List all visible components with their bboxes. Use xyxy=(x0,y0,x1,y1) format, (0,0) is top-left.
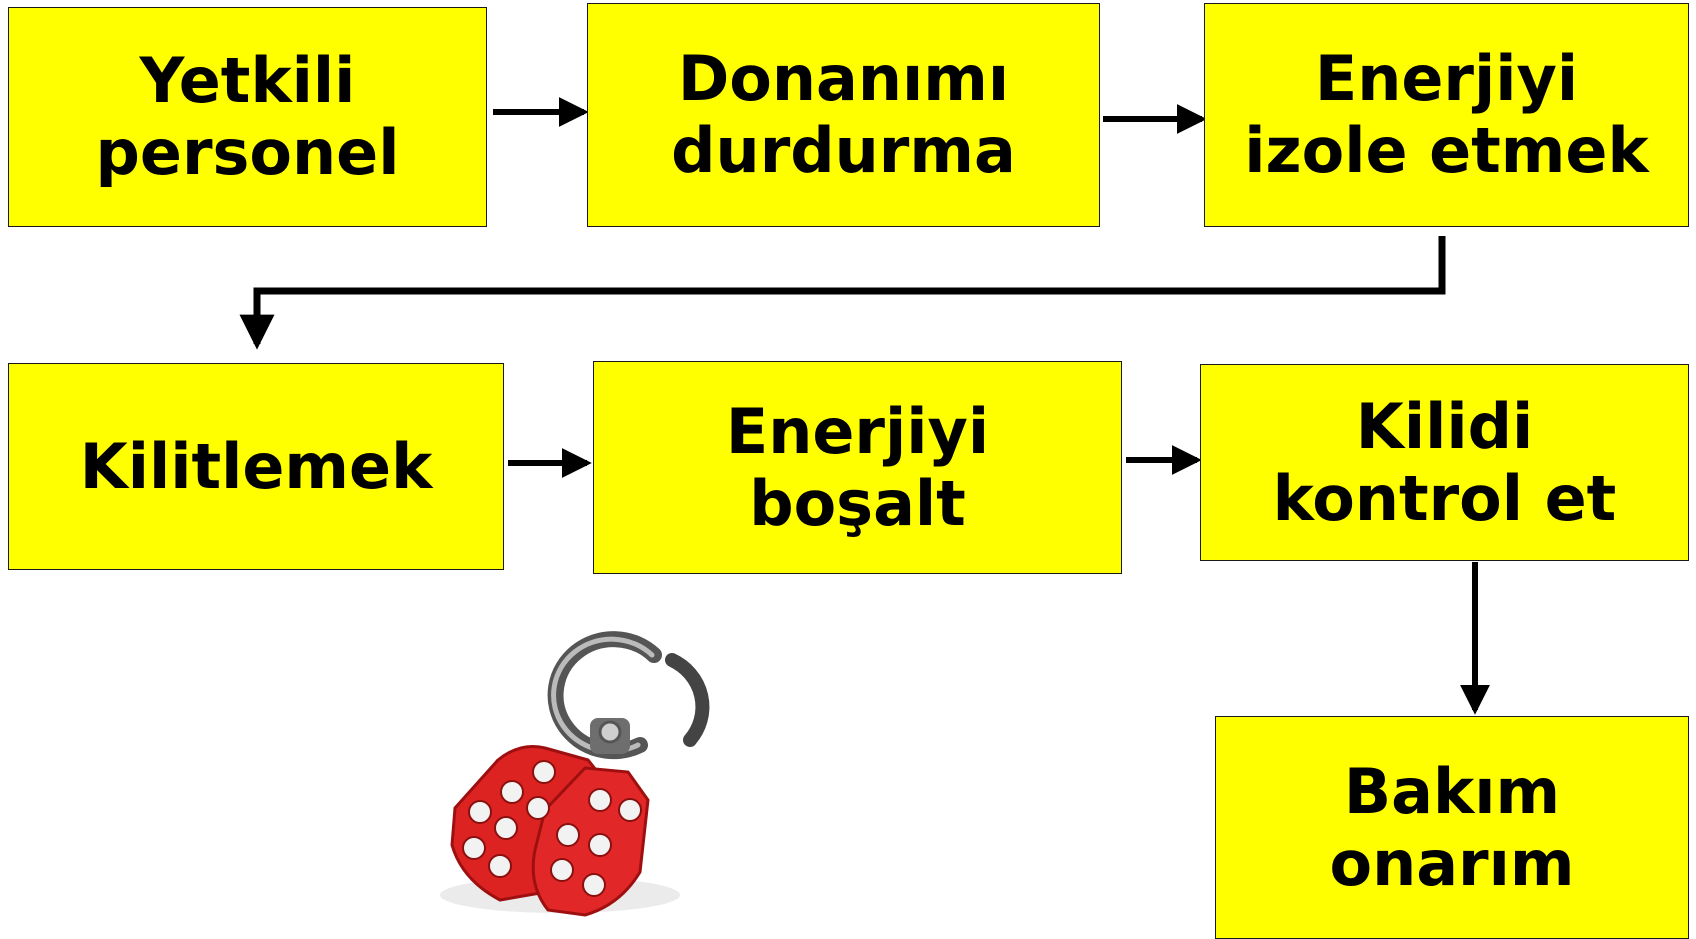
step-label-line: kontrol et xyxy=(1272,461,1617,535)
step-label-line: Enerjiyi xyxy=(1314,42,1579,115)
step-label-line: durdurma xyxy=(671,114,1016,187)
step-stop-equipment: Donanımı durdurma xyxy=(587,3,1100,227)
step-lockout: Kilitlemek xyxy=(8,363,504,570)
step-label-line: personel xyxy=(95,116,400,189)
step-authorized-personnel: Yetkili personel xyxy=(8,7,487,227)
step-label-line: boşalt xyxy=(749,466,966,540)
step-label-line: izole etmek xyxy=(1244,114,1649,187)
step-label-line: Bakım xyxy=(1343,754,1561,828)
step-label-line: Enerjiyi xyxy=(725,394,990,468)
step-verify-lock: Kilidi kontrol et xyxy=(1200,364,1689,561)
step-maintenance-repair: Bakım onarım xyxy=(1215,716,1689,939)
step-isolate-energy: Enerjiyi izole etmek xyxy=(1204,3,1689,227)
step-release-energy: Enerjiyi boşalt xyxy=(593,361,1122,574)
step-label-line: Kilidi xyxy=(1355,389,1534,463)
step-label-line: Donanımı xyxy=(677,42,1010,115)
arrow-s3-s4 xyxy=(239,236,1446,350)
step-label-line: Yetkili xyxy=(139,44,356,117)
step-label-line: Kilitlemek xyxy=(79,429,433,503)
step-label-line: onarım xyxy=(1329,826,1575,900)
